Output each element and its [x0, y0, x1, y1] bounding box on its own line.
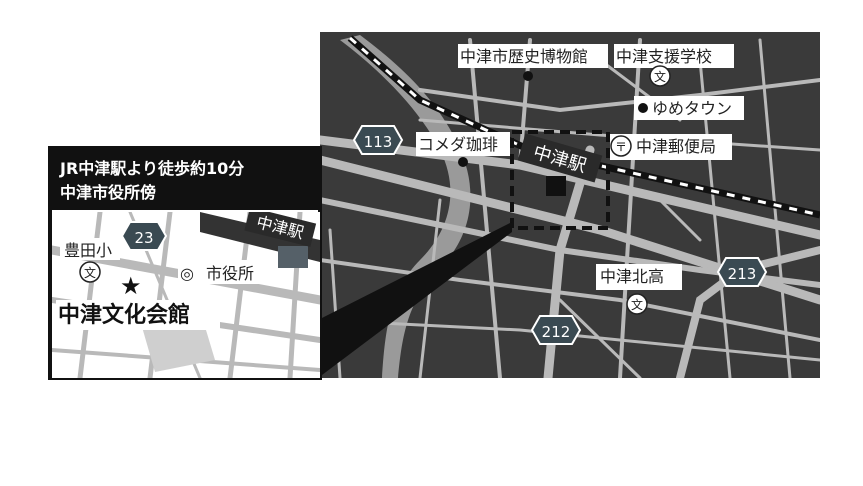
- svg-text:文: 文: [84, 265, 96, 280]
- callout-wedge: [318, 222, 512, 378]
- label-support-school: 中津支援学校: [616, 47, 712, 66]
- komeda-dot-icon: [458, 157, 468, 167]
- museum-dot-icon: [523, 71, 533, 81]
- inset-highlight-box: [510, 130, 610, 230]
- route-113-badge: 113: [352, 125, 404, 155]
- main-map: 中津駅 中津市歴史博物館 中津支援学校 文 ゆめタウン 〒 中津郵便: [320, 32, 820, 378]
- info-header: [52, 150, 318, 210]
- city-hall-icon: ◎: [180, 264, 194, 283]
- venue-star-icon: ★: [120, 272, 142, 300]
- label-museum: 中津市歴史博物館: [460, 47, 588, 66]
- inset-route-23-badge: 23: [120, 221, 168, 251]
- label-halos: [416, 44, 744, 290]
- venue-name-label: 中津文化会館: [58, 302, 190, 328]
- inset-station-building: [278, 246, 308, 268]
- route-212-badge: 212: [530, 315, 582, 345]
- youme-dot-icon: [638, 103, 648, 113]
- route-213-badge: 213: [716, 257, 768, 287]
- label-post-office: 中津郵便局: [636, 137, 716, 156]
- svg-text:文: 文: [631, 297, 643, 312]
- post-office-icon: 〒: [610, 135, 632, 157]
- kita-high-school-icon: 文: [626, 293, 648, 315]
- svg-text:113: 113: [364, 133, 393, 151]
- label-youme: ゆめタウン: [652, 99, 732, 118]
- svg-text:213: 213: [728, 265, 757, 283]
- info-access-text: JR中津駅より徒歩約10分: [59, 159, 244, 178]
- svg-text:23: 23: [134, 229, 153, 247]
- svg-text:〒: 〒: [615, 140, 627, 154]
- label-komeda: コメダ珈琲: [418, 135, 498, 154]
- inset-school-icon: 文: [79, 261, 101, 283]
- support-school-icon: 文: [649, 65, 671, 87]
- inset-city-hall-label: 市役所: [206, 264, 254, 283]
- info-location-text: 中津市役所傍: [60, 183, 156, 202]
- venue-square-marker: [546, 176, 566, 196]
- svg-text:文: 文: [654, 69, 666, 84]
- inset-map: 中津駅 JR中津駅より徒歩約10分 中津市役所傍 23 豊田小 文 ◎ 市役所 …: [48, 146, 322, 380]
- label-kita-high: 中津北高: [600, 267, 664, 286]
- railway: [347, 35, 820, 219]
- svg-text:212: 212: [542, 323, 571, 341]
- inset-school-label: 豊田小: [64, 241, 112, 260]
